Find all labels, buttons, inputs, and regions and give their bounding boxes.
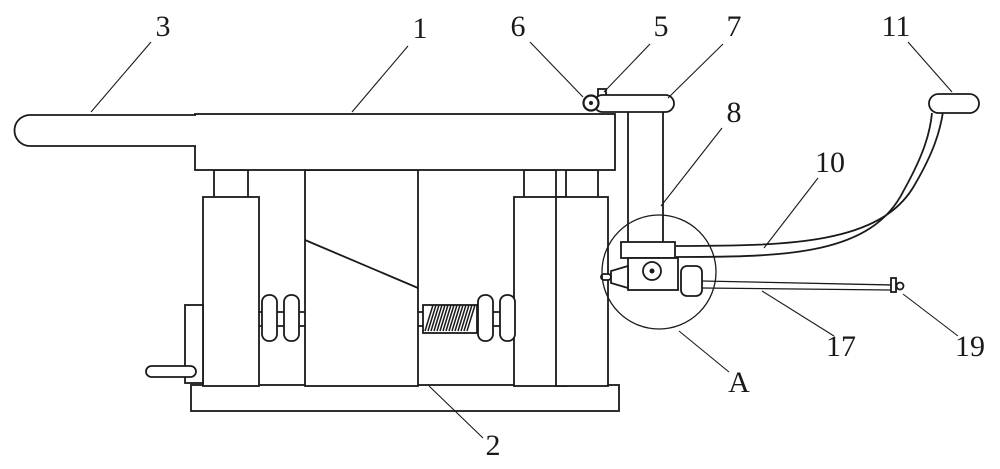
left-leg-stub bbox=[213, 169, 249, 199]
leader-17 bbox=[761, 290, 835, 337]
wedge-housing bbox=[304, 169, 419, 387]
sprayer-mechanism bbox=[600, 241, 703, 297]
probe-rod-cap bbox=[890, 277, 897, 293]
probe-rod bbox=[701, 277, 905, 293]
crank-handle bbox=[145, 365, 197, 378]
leader-11 bbox=[907, 41, 953, 93]
screw-roller-discs bbox=[261, 294, 516, 342]
wedge-housing-body bbox=[304, 169, 419, 387]
roller-disc bbox=[499, 294, 516, 342]
reference-labels: 3 1 6 5 7 11 8 10 17 19 A 2 bbox=[156, 10, 986, 462]
sprayer-hub-dot bbox=[649, 268, 655, 274]
leader-1 bbox=[351, 45, 409, 113]
figure-label-7: 7 bbox=[727, 10, 742, 43]
support-column bbox=[627, 96, 664, 248]
push-handle-left bbox=[13, 114, 196, 147]
pivot-eyelet bbox=[582, 94, 600, 112]
leader-8 bbox=[660, 127, 723, 207]
crank-assembly bbox=[145, 304, 204, 384]
hose-inner-wall bbox=[675, 112, 933, 258]
leader-10 bbox=[763, 177, 819, 249]
thread-hatching bbox=[424, 304, 476, 332]
base-plate bbox=[190, 384, 620, 412]
figure-label-5: 5 bbox=[654, 10, 669, 43]
sprayer-nozzle bbox=[610, 264, 629, 290]
figure-label-1: 1 bbox=[413, 12, 428, 45]
roller-disc bbox=[477, 294, 494, 342]
figure-label-8: 8 bbox=[727, 96, 742, 129]
leader-7 bbox=[667, 43, 724, 99]
table-platform bbox=[194, 113, 616, 171]
figure-label-19: 19 bbox=[955, 330, 985, 363]
detail-callout-circle bbox=[601, 214, 717, 330]
figure-label-6: 6 bbox=[511, 10, 526, 43]
eyelet-center-dot bbox=[589, 101, 593, 105]
support-legs bbox=[202, 169, 609, 387]
column-foot-block bbox=[620, 241, 676, 259]
figure-label-11: 11 bbox=[882, 10, 911, 43]
leader-A bbox=[678, 330, 730, 373]
outer-right-leg-column bbox=[555, 196, 609, 387]
leader-lines bbox=[90, 41, 959, 439]
leader-2 bbox=[428, 385, 484, 439]
left-leg-column bbox=[202, 196, 260, 387]
leader-3 bbox=[90, 41, 152, 113]
grip-handle bbox=[928, 93, 980, 114]
outer-right-leg-stub bbox=[565, 169, 599, 199]
figure-label-17: 17 bbox=[826, 330, 856, 363]
rod-coupler-block bbox=[680, 265, 703, 297]
figure-label-10: 10 bbox=[815, 146, 845, 179]
leader-19 bbox=[902, 293, 959, 337]
hose-outer-wall bbox=[675, 111, 944, 247]
hose bbox=[675, 111, 944, 258]
screw-thread-section bbox=[422, 304, 478, 334]
probe-rod-lines bbox=[701, 280, 893, 291]
leader-5 bbox=[603, 43, 651, 93]
roller-disc bbox=[261, 294, 278, 342]
roller-disc bbox=[283, 294, 300, 342]
wedge-diagonal-edge bbox=[304, 239, 419, 289]
figure-label-2: 2 bbox=[486, 429, 501, 462]
figure-label-A: A bbox=[728, 366, 750, 399]
leader-6 bbox=[529, 41, 584, 98]
nozzle-tip bbox=[600, 273, 612, 281]
probe-rod-tip bbox=[895, 281, 905, 291]
figure-label-3: 3 bbox=[156, 10, 171, 43]
crank-bracket-plate bbox=[184, 304, 204, 384]
top-bar bbox=[593, 94, 675, 113]
inner-right-leg-stub bbox=[523, 169, 557, 199]
